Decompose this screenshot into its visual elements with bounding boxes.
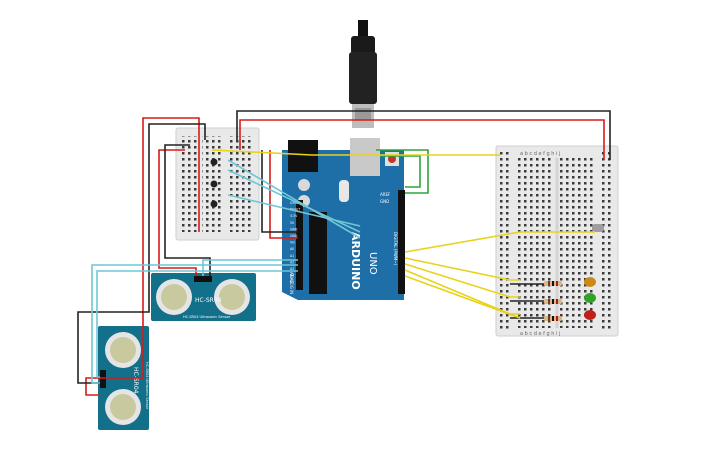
led-yellow — [584, 277, 596, 287]
wire — [376, 149, 429, 194]
arduino-uno-board: ARDUINO UNO AREF GND DIGITAL (PWM~) ANAL… — [282, 138, 405, 300]
wires — [77, 110, 611, 396]
wire — [236, 110, 611, 160]
svg-text:a b c d e f g h i j: a b c d e f g h i j — [520, 331, 560, 337]
pushbutton — [210, 200, 218, 208]
sensor-top-name: HC-SR04 — [195, 297, 222, 304]
arduino-pin-label: RESET — [290, 208, 300, 212]
power-analog-header — [296, 200, 303, 290]
breadboard-left — [175, 127, 260, 241]
wire — [380, 155, 421, 188]
arduino-pin-label: A1 — [290, 254, 294, 258]
reset-button — [388, 155, 396, 163]
arduino-pin-label: 5V — [290, 221, 295, 225]
digital-header — [398, 190, 405, 294]
arduino-pin-label: IOREF — [290, 201, 300, 205]
ultrasonic-sensor-top: HC-SR04 HC-SR04 Ultrasonic Sensor — [151, 273, 256, 321]
breadboard-right: a b c d e f g h i j a b c d e f g h i j — [495, 145, 619, 337]
wire — [164, 144, 211, 276]
transducer — [219, 284, 245, 310]
sensor-top-caption: HC-SR04 Ultrasonic Sensor — [183, 315, 231, 319]
arduino-pin-label: GND — [290, 234, 298, 238]
wire — [227, 194, 361, 227]
arduino-model-text: UNO — [367, 252, 378, 275]
arduino-pin-label: A5 — [290, 280, 294, 284]
wire — [269, 150, 298, 239]
pushbutton — [210, 158, 218, 166]
wire — [211, 149, 500, 156]
wire — [404, 275, 521, 319]
wire — [202, 259, 298, 276]
microcontroller-chip — [309, 212, 327, 294]
arduino-pin-label: A0 — [290, 247, 294, 251]
digital-label: DIGITAL (PWM~) — [393, 232, 398, 266]
arduino-logo-text: ARDUINO — [349, 232, 362, 290]
transducer — [110, 394, 136, 420]
gnd-label: GND — [380, 199, 389, 204]
wire — [91, 264, 298, 384]
resistor — [544, 299, 562, 304]
arduino-pin-label: A2 — [290, 260, 294, 264]
arduino-pin-label: A4 — [290, 274, 294, 278]
arduino-pin-label: GND — [290, 227, 298, 231]
transducer — [110, 337, 136, 363]
wire — [261, 150, 298, 233]
wire — [404, 263, 520, 298]
transducer — [161, 284, 187, 310]
power-jack — [288, 140, 318, 172]
sensor-left-caption: HC-SR04 Ultrasonic Sensor — [145, 362, 149, 410]
aref-label: AREF — [380, 192, 391, 197]
pushbutton — [210, 180, 218, 188]
wire — [404, 231, 595, 253]
wire — [85, 117, 200, 396]
svg-text:a b c d e f g h i j: a b c d e f g h i j — [520, 151, 560, 157]
wire — [227, 169, 361, 233]
resistor — [544, 316, 562, 321]
led-red — [584, 310, 596, 320]
sensor-pin-header — [100, 370, 106, 388]
resistor — [544, 281, 562, 286]
wire — [77, 123, 206, 384]
arduino-pin-label: 3.3V — [290, 214, 298, 218]
breadboard-left-rail — [182, 136, 198, 232]
arduino-pin-label: Vin — [290, 241, 295, 245]
analog-label: ANALOG IN — [289, 272, 294, 294]
wire — [404, 257, 520, 281]
arduino-pin-label: A3 — [290, 267, 294, 271]
usb-port — [350, 138, 380, 176]
sensor-left-name: HC-SR04 — [132, 367, 139, 394]
buzzer — [592, 224, 604, 232]
wire — [239, 119, 605, 160]
sensor-pin-header — [194, 276, 212, 282]
usb-cable — [349, 20, 377, 128]
wire — [96, 270, 298, 378]
wire — [227, 159, 361, 239]
led-green — [584, 293, 596, 303]
